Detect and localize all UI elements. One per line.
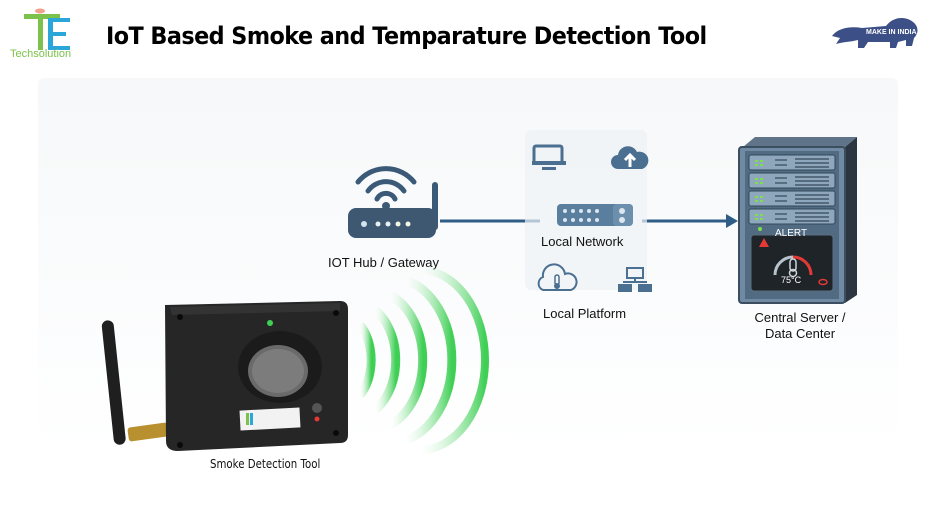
page-title: IoT Based Smoke and Temparature Detectio… — [106, 22, 707, 50]
wireless-signal-icon — [356, 266, 489, 454]
wifi-router-icon — [348, 166, 438, 238]
hierarchy-network-icon — [618, 267, 652, 292]
make-in-india-lion-icon: MAKE IN INDIA — [832, 18, 918, 48]
make-in-india-text: MAKE IN INDIA — [866, 29, 917, 36]
test-button — [312, 403, 322, 413]
server-label-line2: Data Center — [764, 326, 836, 341]
server-units — [748, 154, 836, 231]
alert-text: ALERT — [775, 228, 808, 239]
antenna-connector — [127, 422, 169, 442]
server-label: Central Server / Data Center — [735, 310, 865, 342]
warning-icon — [759, 238, 769, 247]
techsolution-logo-icon — [24, 8, 70, 50]
platform-label: Local Platform — [543, 306, 627, 321]
network-switch-icon — [557, 204, 633, 226]
network-label: Local Network — [541, 234, 624, 249]
brand-name: Techsolution — [10, 48, 72, 60]
thermometer-icon — [789, 258, 797, 272]
server-label-line1: Central Server / — [754, 310, 846, 325]
server-rack-icon — [738, 137, 857, 304]
hub-label: IOT Hub / Gateway — [328, 255, 440, 270]
cloud-thermometer-icon — [537, 263, 578, 291]
device-label-sticker — [239, 407, 301, 431]
arrow-head-icon — [726, 214, 738, 228]
sensor-label: Smoke Detection Tool — [210, 457, 321, 471]
antenna-icon — [101, 320, 126, 445]
alert-display — [750, 234, 834, 292]
smoke-detector-device-icon — [101, 301, 348, 451]
gauge-hot-arc — [792, 255, 813, 276]
cloud-upload-icon — [611, 146, 649, 169]
temperature-reading: 75°C — [781, 275, 802, 285]
gauge-cool-arc — [773, 255, 794, 276]
monitor-icon — [532, 144, 566, 170]
lips-icon — [818, 278, 828, 286]
power-led — [267, 320, 273, 326]
alarm-led — [314, 416, 320, 422]
